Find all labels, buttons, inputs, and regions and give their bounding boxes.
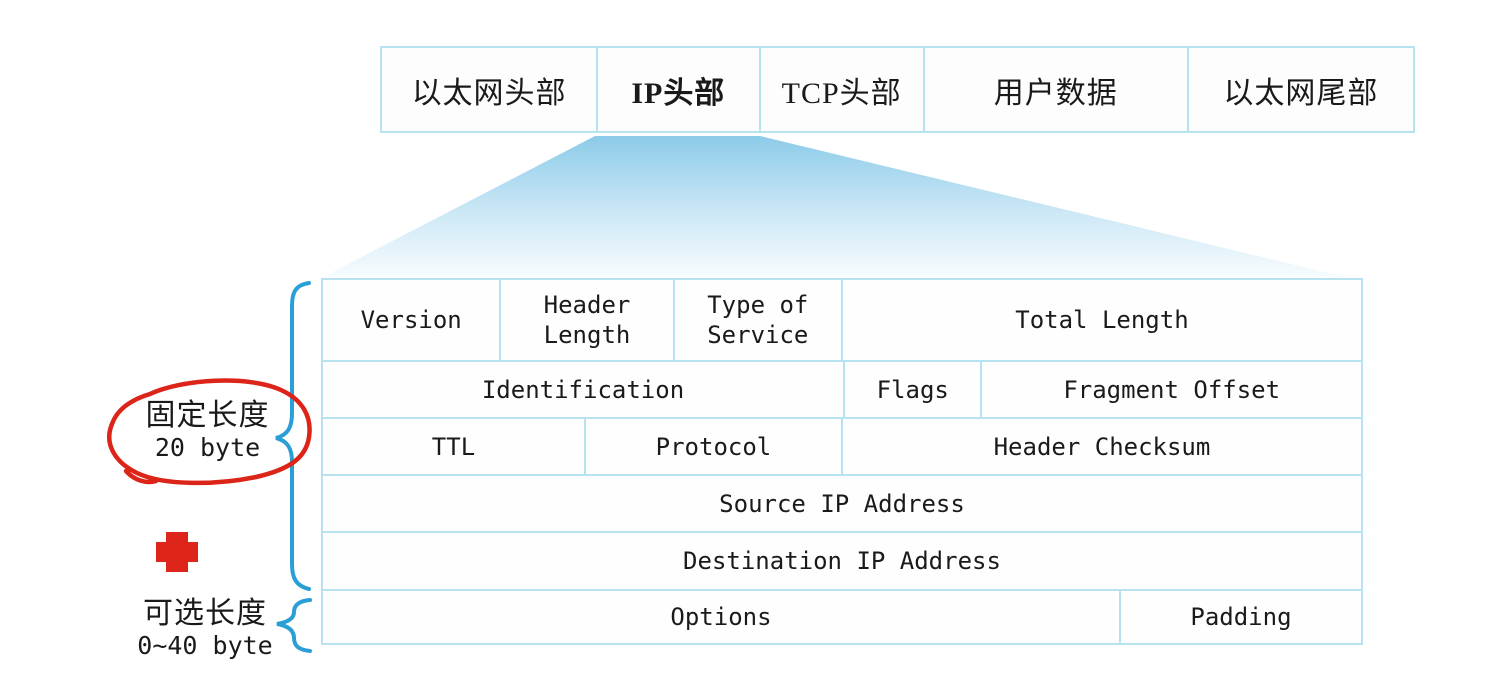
frame-cell-user-data: 用户数据 [922,48,1187,131]
field-protocol: Protocol [583,419,841,474]
frame-cell-ip-header: IP头部 [596,48,758,131]
field-type-of-service: Type of Service [672,280,841,360]
field-flags: Flags [843,362,980,417]
plus-icon [156,532,198,572]
field-destination-ip-address: Destination IP Address [683,547,1001,575]
field-version: Version [360,306,462,334]
frame-cell-tcp-header: TCP头部 [758,48,923,131]
ethernet-frame-row: 以太网头部 IP头部 TCP头部 用户数据 以太网尾部 [380,46,1415,133]
field-source-ip-address: Source IP Address [719,489,965,518]
table-row: Identification Flags Fragment Offset [323,360,1361,417]
frame-cell-ethernet-header: 以太网头部 [411,76,567,110]
fixed-length-note: 固定长度 20 byte [120,399,295,462]
field-identification: Identification [481,375,685,404]
fixed-length-value: 20 byte [154,432,261,462]
field-padding: Padding [1118,591,1361,643]
field-header-length: Header Length [499,280,672,360]
ip-header-table: Version Header Length Type of Service To… [321,278,1363,645]
table-row: TTL Protocol Header Checksum [323,417,1361,474]
table-row: Source IP Address [323,474,1361,531]
optional-length-value: 0~40 byte [137,630,273,660]
field-options: Options [670,603,772,631]
field-fragment-offset: Fragment Offset [980,362,1361,417]
trapezoid-shape [323,136,1345,277]
fixed-length-label: 固定长度 [145,399,270,432]
optional-length-label: 可选长度 [143,597,267,630]
field-total-length: Total Length [840,280,1361,360]
frame-cell-ethernet-trailer: 以太网尾部 [1186,48,1413,131]
field-ttl: TTL [431,432,476,461]
field-header-checksum: Header Checksum [840,419,1361,474]
optional-length-note: 可选长度 0~40 byte [115,597,295,660]
table-row: Destination IP Address [323,531,1361,589]
table-row: Options Padding [323,589,1361,643]
table-row: Version Header Length Type of Service To… [323,280,1361,360]
